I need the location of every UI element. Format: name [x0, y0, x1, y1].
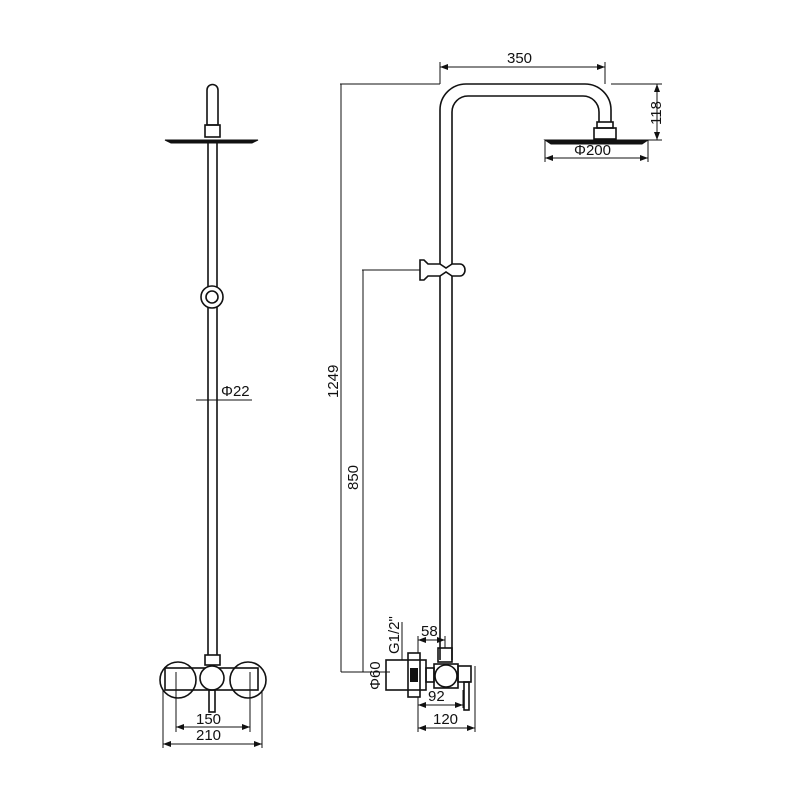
hand-shower-holder	[200, 285, 224, 309]
dim-1249-label: 1249	[325, 365, 342, 398]
shower-head-front	[164, 139, 259, 144]
mixer-right-inlet	[229, 661, 267, 699]
mixer-left-inlet	[159, 661, 197, 699]
lever-base	[457, 665, 472, 683]
mixer-connector	[425, 667, 435, 683]
dim-350-label: 350	[507, 50, 532, 67]
mixer-lever-side	[463, 681, 470, 711]
inlet-thread-label: G1/2"	[386, 616, 403, 654]
riser-top-cap	[206, 83, 219, 126]
riser-and-arm-inner	[451, 95, 600, 660]
dim-850-label: 850	[345, 465, 362, 490]
holder-inner	[205, 290, 219, 304]
shower-head-side	[543, 139, 650, 145]
dim-58-label: 58	[421, 623, 438, 640]
wall-inlet	[410, 668, 418, 682]
dim-200-label: Φ200	[574, 142, 611, 159]
dim-150-label: 150	[196, 711, 221, 728]
mixer-lever-front	[208, 689, 216, 713]
side-view: 350 118 Φ200 1249 850 G1/2" Φ60	[325, 50, 665, 732]
dim-92-label: 92	[428, 688, 445, 705]
head-connector	[204, 124, 221, 138]
riser-and-arm-outer	[439, 83, 612, 660]
mixer-cartridge	[434, 664, 458, 688]
riser-coupling	[204, 654, 221, 666]
wall-plate	[407, 652, 421, 698]
hand-shower-slider	[419, 259, 466, 281]
escutcheon-label: Φ60	[367, 661, 384, 690]
front-view: Φ22 150 210	[159, 83, 267, 748]
dim-120-label: 120	[433, 711, 458, 728]
dim-118-label: 118	[648, 101, 665, 125]
head-ball-joint	[593, 127, 617, 140]
arm-nut	[596, 121, 614, 129]
mixer-center	[199, 665, 225, 691]
pipe-diameter-label: Φ22	[221, 383, 250, 400]
dim-210-label: 210	[196, 727, 221, 744]
